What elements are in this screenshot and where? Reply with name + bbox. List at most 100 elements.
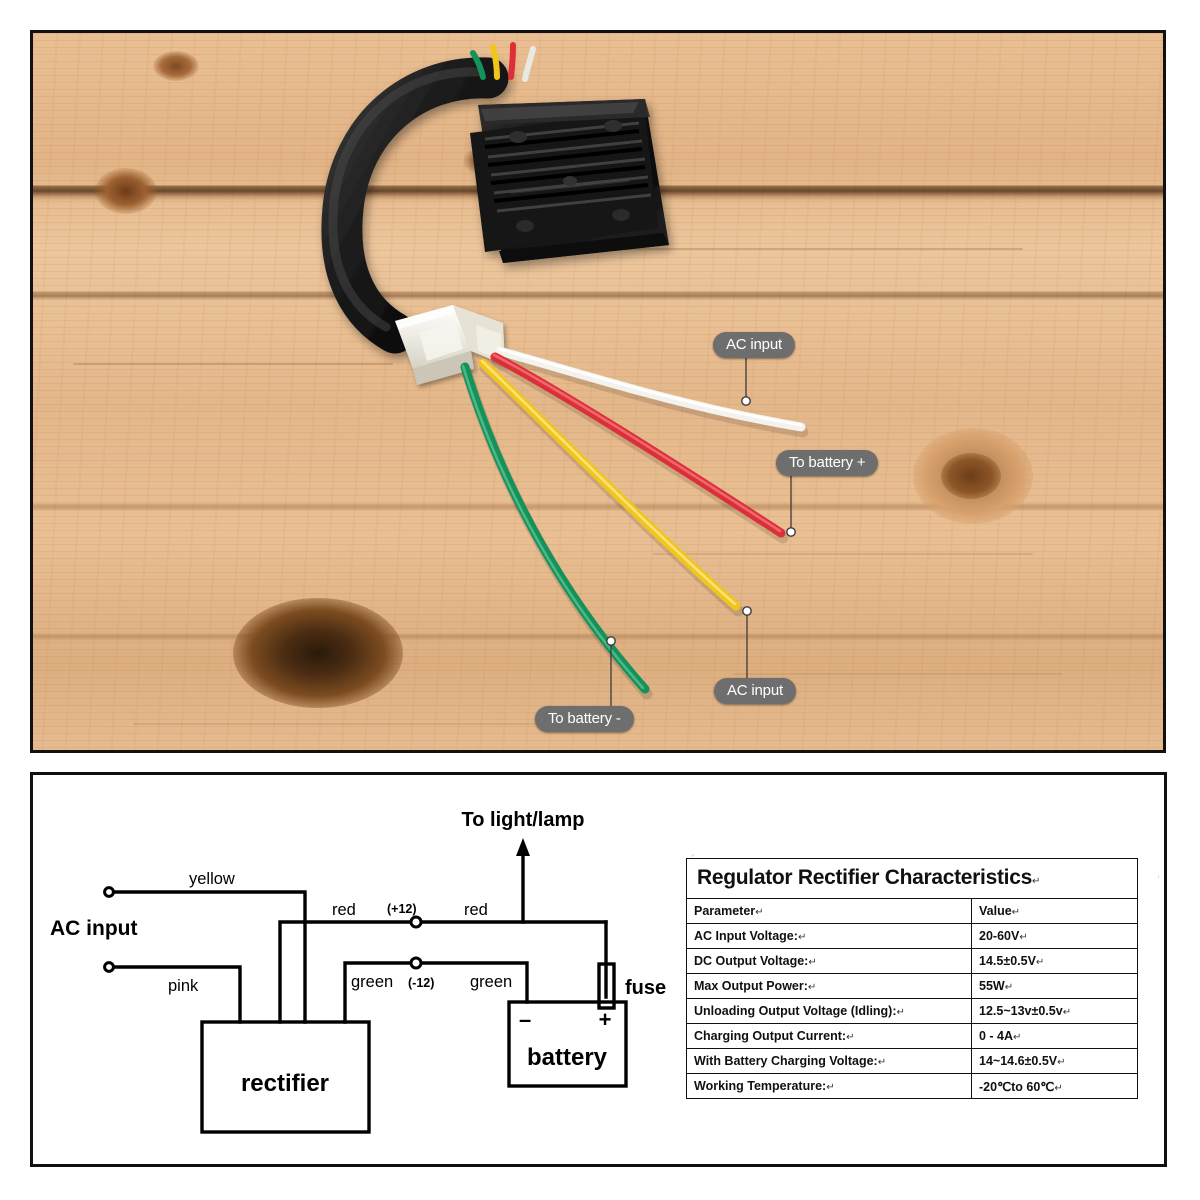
pilcrow-mark: ↵: [808, 957, 817, 968]
scan-artifact: ˒: [1157, 870, 1160, 880]
label-minus-12: (-12): [408, 976, 434, 990]
label-battery-plus: +: [599, 1007, 612, 1032]
green-wire: [461, 366, 653, 700]
label-red-right: red: [464, 901, 488, 919]
cell-value: 14~14.6±0.5V↵: [971, 1048, 1138, 1074]
callout-to-battery-plus: To battery +: [776, 450, 879, 476]
wire-path-pink: [107, 965, 242, 1024]
callout-ac-input-yellow: AC input: [714, 678, 796, 704]
cell-parameter: AC Input Voltage:↵: [686, 923, 972, 949]
cell-text: 12.5~13v±0.5v: [979, 1004, 1063, 1018]
cell-text: Unloading Output Voltage (Idling):: [694, 1004, 897, 1018]
wood-knot: [233, 598, 403, 708]
label-rectifier: rectifier: [241, 1070, 329, 1097]
pilcrow-mark: ↵: [877, 1057, 887, 1068]
cell-text: Charging Output Current:: [694, 1029, 847, 1043]
cell-text: DC Output Voltage:: [694, 954, 809, 968]
wiring-diagram: AC input yellow pink red (+12) red green…: [50, 809, 666, 1134]
cell-parameter: Working Temperature:↵: [686, 1073, 972, 1099]
anchor-dot-yellow: [742, 606, 752, 616]
pilcrow-mark: ↵: [826, 1082, 835, 1093]
pilcrow-mark: ↵: [1019, 932, 1028, 943]
regulator-rectifier-unit: [470, 99, 669, 263]
table-header-row: Parameter↵ Value↵: [686, 898, 1138, 924]
pilcrow-mark: ↵: [1013, 1032, 1022, 1043]
pilcrow-mark: ↵: [896, 1007, 905, 1018]
cell-text: With Battery Charging Voltage:: [694, 1054, 878, 1068]
table-title: Regulator Rectifier Characteristics↵: [686, 858, 1138, 899]
photo-overlay-graphics: [321, 42, 809, 721]
cell-parameter: Unloading Output Voltage (Idling):↵: [686, 998, 972, 1024]
wood-grain: [73, 363, 393, 365]
wood-grain: [733, 673, 1063, 675]
fuse-symbol: [597, 962, 616, 1010]
cell-text: Max Output Power:: [694, 979, 808, 993]
header-parameter-text: Parameter: [694, 904, 756, 918]
pilcrow-mark: ↵: [1031, 876, 1041, 887]
table-header-value: Value↵: [971, 898, 1138, 924]
label-battery: battery: [527, 1044, 608, 1071]
table-header-parameter: Parameter↵: [686, 898, 972, 924]
product-photo-panel: AC input To battery + AC input To batter…: [30, 30, 1166, 753]
label-pink: pink: [168, 977, 199, 995]
label-fuse: fuse: [625, 977, 666, 999]
ac-terminal-top: [103, 886, 115, 898]
pilcrow-mark: ↵: [1035, 957, 1045, 968]
label-green-right: green: [470, 973, 512, 991]
pilcrow-mark: ↵: [1057, 1057, 1066, 1068]
label-to-light-lamp: To light/lamp: [462, 809, 585, 831]
cell-text: 0 - 4A: [979, 1029, 1014, 1043]
anchor-dot-white: [741, 396, 751, 406]
node-plus-12: [409, 915, 423, 929]
wood-knot: [95, 168, 157, 214]
wood-grain: [593, 248, 1023, 250]
cell-text: 20-60V: [979, 929, 1020, 943]
pilcrow-mark: ↵: [807, 982, 817, 993]
wire-path-green: [343, 961, 529, 1024]
table-row: DC Output Voltage:↵ 14.5±0.5V↵: [686, 948, 1138, 974]
label-yellow: yellow: [189, 870, 235, 888]
pilcrow-mark: ↵: [1004, 982, 1014, 993]
table-row: Unloading Output Voltage (Idling):↵ 12.5…: [686, 998, 1138, 1024]
cell-value: -20℃to 60℃↵: [971, 1073, 1138, 1099]
cell-value: 0 - 4A↵: [971, 1023, 1138, 1049]
cell-parameter: Charging Output Current:↵: [686, 1023, 972, 1049]
table-row: Charging Output Current:↵ 0 - 4A↵: [686, 1023, 1138, 1049]
cell-text: Working Temperature:: [694, 1079, 827, 1093]
cell-text: 14~14.6±0.5V: [979, 1054, 1058, 1068]
cell-text: -20℃to 60℃: [979, 1079, 1055, 1094]
cell-value: 55W↵: [971, 973, 1138, 999]
wood-grain: [133, 723, 633, 725]
label-plus-12: (+12): [387, 902, 417, 916]
wire-path-red: [278, 920, 608, 1024]
anchor-dot-red: [786, 527, 796, 537]
black-cable-sheath: [321, 57, 509, 354]
regulator-rectifier-characteristics-table: Regulator Rectifier Characteristics↵ Par…: [686, 858, 1138, 1099]
table-row: Working Temperature:↵ -20℃to 60℃↵: [686, 1073, 1138, 1099]
pilcrow-mark: ↵: [1062, 1007, 1072, 1018]
pilcrow-mark: ↵: [846, 1032, 855, 1043]
rectifier-box: [200, 1020, 371, 1134]
wood-knot: [941, 453, 1001, 499]
cell-value: 20-60V↵: [971, 923, 1138, 949]
label-red-left: red: [332, 901, 356, 919]
cell-parameter: Max Output Power:↵: [686, 973, 972, 999]
node-minus-12: [409, 956, 423, 970]
cell-text: 55W: [979, 979, 1005, 993]
label-ac-input: AC input: [50, 917, 137, 940]
label-green-left: green: [351, 973, 393, 991]
battery-box: [507, 1000, 628, 1088]
table-title-row: Regulator Rectifier Characteristics↵: [686, 858, 1138, 899]
pilcrow-mark: ↵: [755, 907, 764, 918]
table-row: Max Output Power:↵ 55W↵: [686, 973, 1138, 999]
cell-parameter: With Battery Charging Voltage:↵: [686, 1048, 972, 1074]
wire-path-yellow: [107, 890, 307, 1024]
cell-text: 14.5±0.5V: [979, 954, 1036, 968]
to-light-arrow-head: [516, 838, 530, 856]
white-4-pin-connector: [395, 305, 505, 385]
anchor-dot-green: [606, 636, 616, 646]
pilcrow-mark: ↵: [1054, 1082, 1063, 1094]
table-row: AC Input Voltage:↵ 20-60V↵: [686, 923, 1138, 949]
cell-value: 14.5±0.5V↵: [971, 948, 1138, 974]
cell-text: AC Input Voltage:: [694, 929, 798, 943]
